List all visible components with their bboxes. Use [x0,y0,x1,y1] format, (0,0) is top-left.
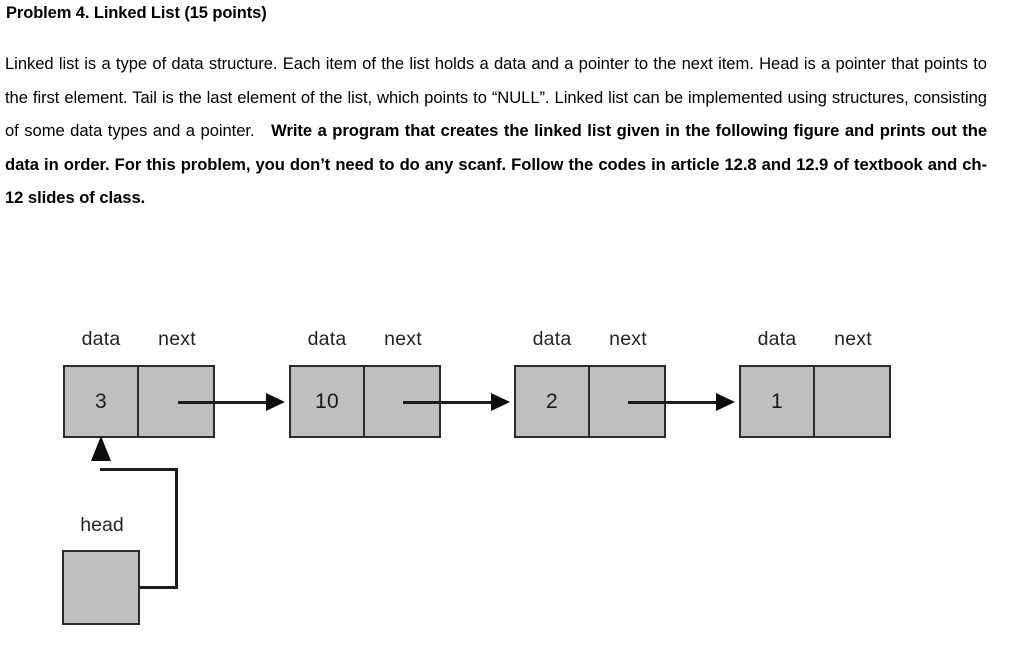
problem-description: Linked list is a type of data structure.… [5,47,987,215]
problem-description-plain: Linked list is a type of data structure.… [5,54,987,140]
arrowhead-right-icon [491,393,510,411]
arrowhead-right-icon [716,393,735,411]
node-2-cell-labels: data next [289,328,441,356]
connector-node-1-to-node-2 [178,401,279,404]
node-2-data-label: data [307,328,347,350]
problem-description-bold: Write a program that creates the linked … [5,121,987,207]
node-1-cell-labels: data next [63,328,215,356]
node-3-cell-labels: data next [514,328,666,356]
head-pointer-segment-vertical [175,468,178,589]
arrowhead-up-icon [91,436,111,461]
page-title: Problem 4. Linked List (15 points) [6,4,267,22]
head-pointer-segment-top [100,468,178,471]
node-3-next-label: next [609,328,647,350]
head-label: head [80,514,124,536]
list-node: 1 [739,365,891,438]
node-4-data-label: data [757,328,797,350]
node-1-data-cell: 3 [65,367,139,436]
head-pointer-box [62,550,140,625]
node-3-data-label: data [532,328,572,350]
node-2-data-cell: 10 [291,367,365,436]
node-1-next-label: next [158,328,196,350]
connector-node-2-to-node-3 [403,401,504,404]
node-4-data-cell: 1 [741,367,815,436]
arrowhead-right-icon [266,393,285,411]
node-4-next-cell [815,367,889,436]
node-4-cell-labels: data next [739,328,891,356]
node-3-data-cell: 2 [516,367,590,436]
connector-node-3-to-node-4 [628,401,729,404]
linked-list-diagram: data next 3 data next 10 data next 2 dat… [0,300,1024,655]
node-4-next-label: next [834,328,872,350]
node-2-next-label: next [384,328,422,350]
node-1-data-label: data [81,328,121,350]
